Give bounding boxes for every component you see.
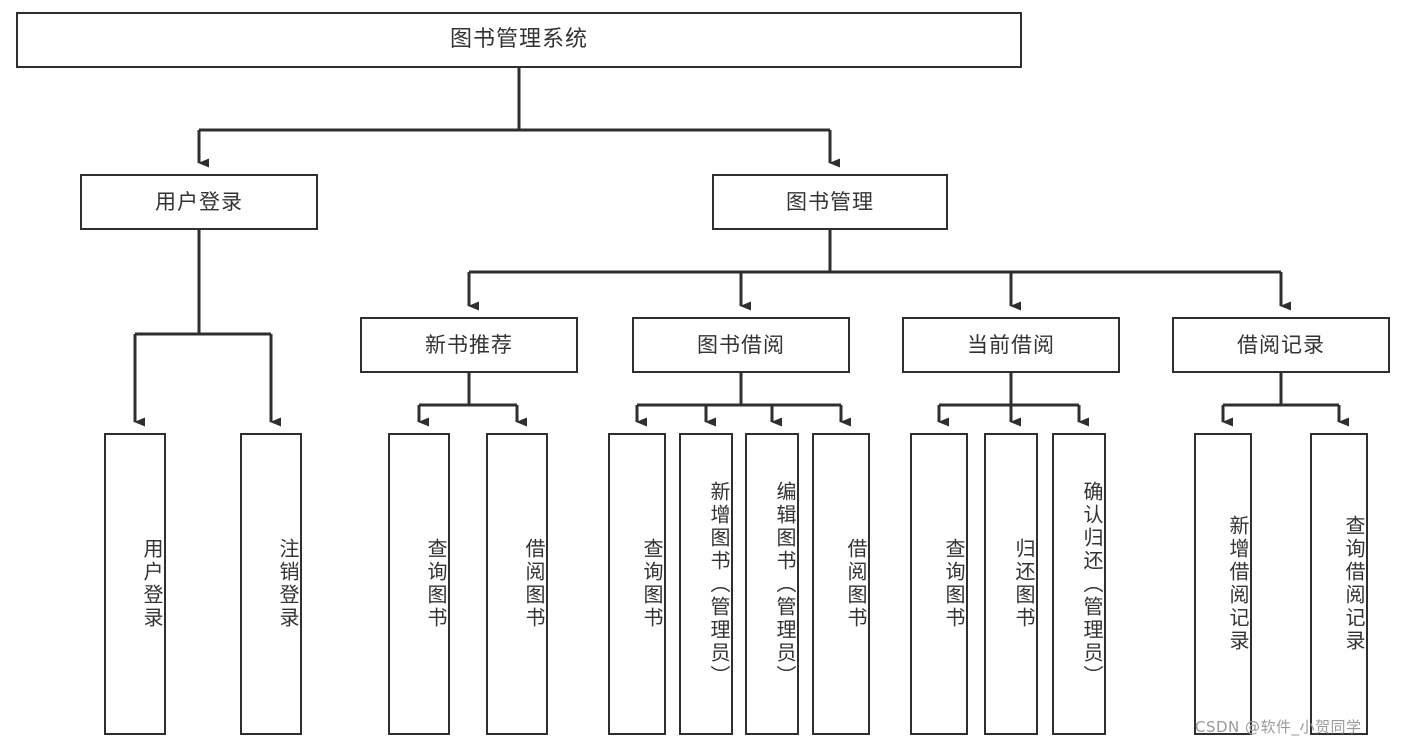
node-borrow-record[interactable]: 借阅记录 [1172,317,1390,373]
node-new-book-rec[interactable]: 新书推荐 [360,317,578,373]
node-leaf-query-book-rec[interactable]: 查询图书 [388,433,450,735]
node-label: 注销登录 [276,538,300,630]
node-label: 确认归还（管理员） [1080,480,1104,688]
node-leaf-query-record[interactable]: 查询借阅记录 [1310,433,1368,735]
node-label: 图书借阅 [697,332,785,357]
node-book-manage[interactable]: 图书管理 [712,174,948,230]
node-label: 借阅记录 [1237,332,1325,357]
node-user-login[interactable]: 用户登录 [80,174,318,230]
node-label: 查询图书 [424,538,448,630]
node-label: 用户登录 [155,189,243,214]
node-label: 图书管理 [786,189,874,214]
node-leaf-return-book[interactable]: 归还图书 [984,433,1038,735]
node-label: 查询借阅记录 [1342,515,1366,653]
node-label: 借阅图书 [522,538,546,630]
node-label: 新增借阅记录 [1226,515,1250,653]
node-label: 用户登录 [140,538,164,630]
node-label: 归还图书 [1012,538,1036,630]
csdn-watermark: CSDN @软件_小贺同学 [1195,718,1362,736]
node-label: 查询图书 [640,538,664,630]
node-label: 借阅图书 [844,538,868,630]
node-label: 编辑图书（管理员） [773,480,797,688]
node-label: 新书推荐 [425,332,513,357]
node-leaf-borrow-book-rec[interactable]: 借阅图书 [486,433,548,735]
node-leaf-confirm-return[interactable]: 确认归还（管理员） [1052,433,1106,735]
node-label: 当前借阅 [967,332,1055,357]
node-leaf-user-login[interactable]: 用户登录 [104,433,166,735]
node-leaf-query-book-borrow[interactable]: 查询图书 [608,433,666,735]
node-leaf-query-book-cur[interactable]: 查询图书 [910,433,968,735]
node-label: 新增图书（管理员） [707,480,731,688]
node-leaf-edit-book[interactable]: 编辑图书（管理员） [745,433,799,735]
node-book-borrow[interactable]: 图书借阅 [632,317,850,373]
node-leaf-borrow-book[interactable]: 借阅图书 [812,433,870,735]
node-root-system[interactable]: 图书管理系统 [16,12,1022,68]
node-leaf-add-record[interactable]: 新增借阅记录 [1194,433,1252,735]
node-label: 查询图书 [942,538,966,630]
node-leaf-logout[interactable]: 注销登录 [240,433,302,735]
node-current-borrow[interactable]: 当前借阅 [902,317,1120,373]
node-leaf-add-book[interactable]: 新增图书（管理员） [679,433,733,735]
